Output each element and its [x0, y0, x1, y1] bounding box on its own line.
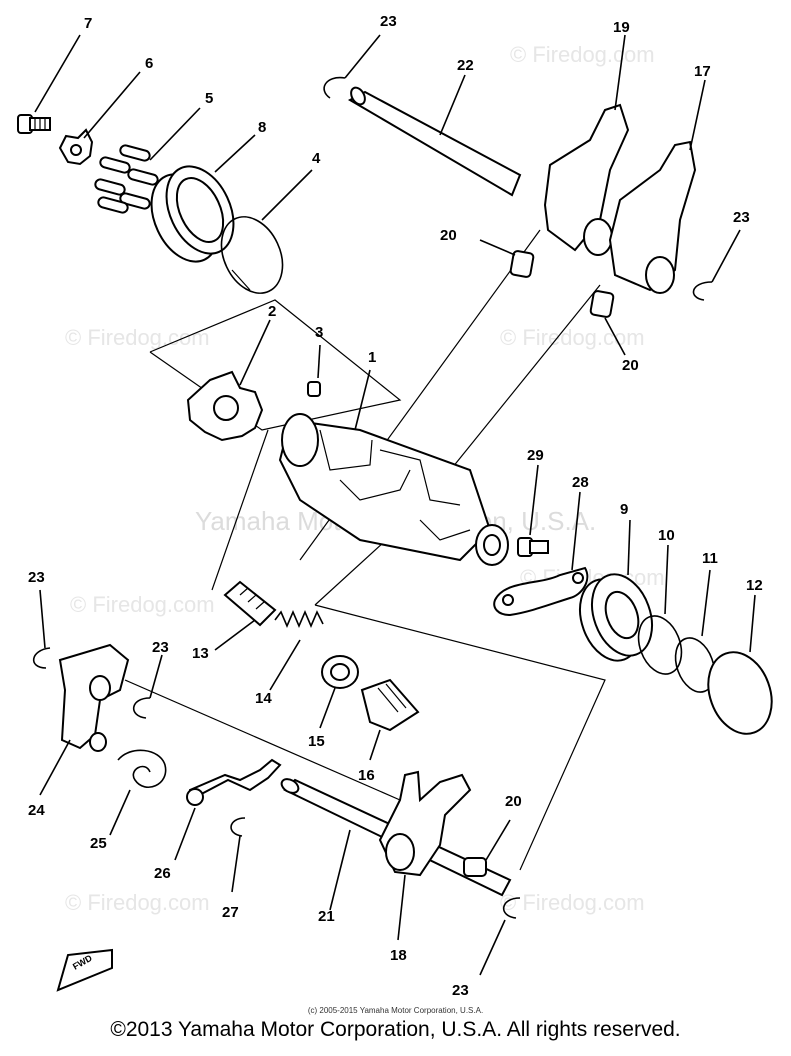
part-20-pin-right: [589, 290, 626, 356]
part-6-plate: [58, 71, 141, 166]
small-copyright: (c) 2005-2015 Yamaha Motor Corporation, …: [307, 1006, 484, 1015]
part-17-fork: [608, 79, 706, 294]
part-25-spring: [109, 749, 167, 836]
callout-25: 25: [90, 835, 107, 852]
callout-14: 14: [255, 690, 272, 707]
part-8-bearing: [150, 134, 256, 263]
callout-13: 13: [192, 645, 209, 662]
part-2-segment: [186, 319, 271, 442]
part-23-clip-bottom: [479, 897, 521, 976]
callout-9: 9: [620, 501, 628, 518]
part-19-fork: [543, 34, 630, 256]
callout-24: 24: [28, 802, 45, 819]
callout-21: 21: [318, 908, 335, 925]
part-23-clip-right: [692, 229, 741, 301]
copyright-notice: ©2013 Yamaha Motor Corporation, U.S.A. A…: [110, 1018, 681, 1041]
callout-23: 23: [28, 569, 45, 586]
callout-labels: 7 6 5 8 4 2 3 1 23 22 19 17 23 20 20 29 …: [28, 13, 763, 999]
callout-5: 5: [205, 90, 213, 107]
callout-23: 23: [380, 13, 397, 30]
callout-16: 16: [358, 767, 375, 784]
part-1-shift-drum: [278, 369, 509, 566]
callout-8: 8: [258, 119, 266, 136]
part-4-circlip: [220, 169, 313, 294]
callout-12: 12: [746, 577, 763, 594]
part-13-bolt: [214, 580, 277, 651]
callout-10: 10: [658, 527, 675, 544]
fwd-arrow-icon: FWD: [56, 948, 113, 992]
callout-26: 26: [154, 865, 171, 882]
part-23-clip-left: [32, 589, 51, 669]
part-14-spring: [269, 609, 324, 691]
callout-4: 4: [312, 150, 321, 167]
callout-6: 6: [145, 55, 153, 72]
part-18-fork: [378, 770, 472, 941]
part-11-circlip: [674, 569, 716, 693]
part-5-pins: [94, 107, 201, 214]
watermark-firedog: © Firedog.com: [70, 592, 215, 617]
callout-7: 7: [84, 15, 92, 32]
part-15-washer: [319, 655, 359, 729]
watermark-firedog: © Firedog.com: [500, 890, 645, 915]
callout-20: 20: [622, 357, 639, 374]
watermark-firedog: © Firedog.com: [510, 42, 655, 67]
callout-27: 27: [222, 904, 239, 921]
callout-29: 29: [527, 447, 544, 464]
callout-20: 20: [505, 793, 522, 810]
part-9-bearing: [579, 519, 653, 662]
callout-3: 3: [315, 324, 323, 341]
callout-22: 22: [457, 57, 474, 74]
part-27-clip: [230, 817, 246, 893]
watermark-firedog: © Firedog.com: [500, 325, 645, 350]
part-3-pin: [307, 344, 321, 397]
callout-18: 18: [390, 947, 407, 964]
part-22-shaft: [347, 74, 522, 197]
part-23-clip-top: [323, 34, 381, 99]
part-29-screw: [517, 464, 549, 557]
part-20-pin-bottom: [463, 819, 511, 877]
callout-19: 19: [613, 19, 630, 36]
callout-23: 23: [452, 982, 469, 999]
part-16-plug: [360, 678, 420, 761]
callout-17: 17: [694, 63, 711, 80]
part-28-stopper: [493, 491, 589, 617]
callout-2: 2: [268, 303, 276, 320]
part-7-bolt: [17, 34, 81, 134]
callout-15: 15: [308, 733, 325, 750]
callout-11: 11: [702, 550, 718, 567]
part-10-shim: [637, 544, 683, 675]
callout-28: 28: [572, 474, 589, 491]
watermark-firedog: © Firedog.com: [65, 325, 210, 350]
part-20-pin-top: [479, 239, 535, 278]
part-23-clip-mid: [132, 654, 163, 719]
callout-23: 23: [152, 639, 169, 656]
callout-1: 1: [368, 349, 376, 366]
watermark-firedog: © Firedog.com: [65, 890, 210, 915]
callout-20: 20: [440, 227, 457, 244]
part-24-lever: [39, 643, 130, 796]
part-12-cap: [707, 594, 773, 735]
part-26-plate: [174, 758, 282, 861]
callout-23: 23: [733, 209, 750, 226]
